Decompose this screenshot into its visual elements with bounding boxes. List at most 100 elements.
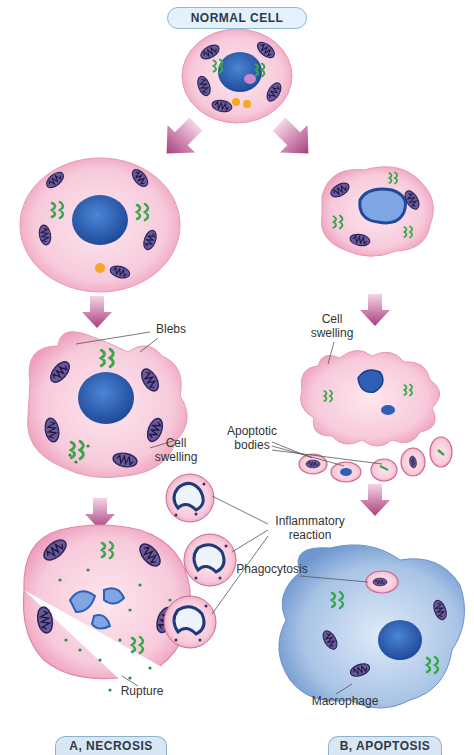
normal-cell — [244, 74, 256, 84]
ruptured-cell — [104, 588, 124, 603]
flow-arrow — [360, 294, 390, 326]
ruptured-cell — [136, 540, 164, 569]
leader-line — [336, 684, 352, 694]
blebbing-cell — [112, 451, 138, 468]
swollen-cell — [129, 167, 150, 189]
blebbing-cell — [145, 416, 166, 443]
flow-arrow — [265, 110, 322, 167]
fragmenting-cell — [331, 462, 361, 482]
blebbing-cell — [74, 460, 77, 463]
inflammatory-cell — [219, 577, 222, 580]
normal-cell — [264, 81, 284, 104]
inflammatory-cell — [174, 607, 204, 634]
fragmenting-cell — [401, 448, 425, 476]
fragmenting-cell — [371, 459, 397, 481]
ruptured-cell — [86, 568, 89, 571]
leader-line — [212, 496, 268, 524]
leader-line — [272, 450, 382, 464]
callout-label: Macrophage — [300, 694, 390, 708]
macrophage-cell — [349, 661, 372, 678]
blebbing-cell — [86, 444, 89, 447]
ruptured-cell — [138, 583, 141, 586]
ruptured-cell — [70, 591, 95, 612]
inflammatory-cell — [166, 474, 214, 522]
inflammatory-cell — [164, 474, 236, 648]
leader-line — [328, 342, 334, 364]
ruptured-cell — [58, 578, 61, 581]
inflammatory-cell — [199, 639, 202, 642]
inflammatory-cell — [195, 577, 198, 580]
fragmenting-cell — [301, 350, 440, 446]
blebbing-cell — [101, 349, 113, 367]
leader-line — [232, 530, 268, 552]
macrophage-cell — [427, 657, 438, 673]
callout-label: Apoptotic bodies — [220, 424, 284, 452]
flow-arrow — [82, 296, 112, 328]
ruptured-cell — [148, 666, 151, 669]
swollen-cell — [20, 158, 180, 292]
macrophage-cell — [431, 599, 448, 622]
normal-cell — [243, 100, 251, 108]
fragmenting-cell — [324, 390, 332, 401]
ruptured-cell — [118, 638, 121, 641]
swollen-cell — [137, 204, 148, 220]
inflammatory-cell — [175, 514, 178, 517]
swollen-cell — [38, 224, 52, 246]
normal-cell — [182, 29, 292, 123]
shrunken-cell — [321, 167, 433, 256]
blebbing-cell — [47, 359, 73, 386]
ruptured-cell — [98, 658, 101, 661]
shrunken-cell — [389, 172, 397, 183]
normal-cell — [256, 64, 265, 77]
blebbing-cell — [43, 417, 60, 443]
node-text: A, NECROSIS — [69, 739, 153, 753]
ruptured-cell — [23, 525, 190, 679]
blebbing-cell — [78, 372, 134, 424]
ruptured-cell — [108, 688, 111, 691]
node-text: B, APOPTOSIS — [340, 739, 431, 753]
normal-cell — [218, 52, 262, 92]
title-pill: NORMAL CELL — [167, 7, 307, 29]
swollen-cell — [141, 229, 158, 252]
flow-arrow — [153, 110, 210, 167]
ruptured-cell — [64, 638, 67, 641]
swollen-cell — [20, 158, 180, 292]
inflammatory-cell — [225, 545, 228, 548]
shrunken-cell — [334, 216, 343, 229]
normal-cell — [232, 98, 240, 106]
fragmenting-cell — [358, 370, 383, 392]
leader-line — [140, 338, 158, 352]
inflammatory-cell — [174, 483, 203, 510]
callout-label: Blebs — [146, 322, 196, 336]
node-text: NORMAL CELL — [191, 11, 284, 25]
inflammatory-cell — [175, 483, 228, 642]
section-tab: B, APOPTOSIS — [328, 736, 442, 755]
macrophage-cell — [366, 571, 398, 593]
callout-label: Rupture — [112, 684, 172, 698]
blebbing-cell — [138, 366, 161, 393]
swollen-cell — [72, 195, 128, 245]
ruptured-cell — [36, 606, 55, 634]
fragmenting-cell — [404, 384, 412, 395]
leader-line — [300, 576, 368, 582]
normal-cell — [182, 29, 292, 123]
swollen-cell — [52, 202, 63, 218]
callout-label: Phagocytosis — [232, 562, 312, 576]
fragmenting-cell — [299, 350, 452, 482]
callout-label: Cell swelling — [302, 312, 362, 340]
leader-line — [76, 332, 382, 694]
ruptured-cell — [78, 648, 81, 651]
blebbing-cell — [68, 453, 71, 456]
macrophage-cell — [373, 578, 387, 586]
swollen-cell — [95, 263, 105, 273]
inflammatory-cell — [194, 545, 224, 572]
shrunken-cell — [321, 167, 433, 256]
inflammatory-cell — [195, 513, 198, 516]
fragmenting-cell — [381, 405, 395, 415]
fragmenting-cell — [409, 456, 418, 469]
ruptured-cell — [132, 637, 143, 653]
ruptured-cell — [102, 542, 113, 558]
ruptured-cell — [23, 525, 190, 692]
